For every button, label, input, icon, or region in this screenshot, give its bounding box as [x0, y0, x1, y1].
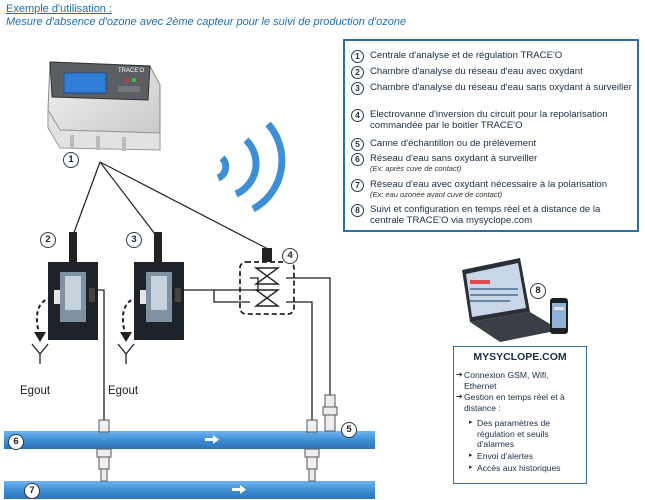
- bullet-arrow-icon: ➔: [456, 370, 463, 379]
- wifi-icon: [216, 121, 286, 213]
- drain-label-right: Egout: [108, 385, 139, 397]
- controller-cables: [71, 161, 269, 250]
- legend-text: Chambre d'analyse du réseau d'eau sans o…: [370, 82, 632, 93]
- page-subtitle: Mesure d'absence d'ozone avec 2ème capte…: [6, 16, 407, 28]
- legend-text: Centrale d'analyse et de régulation TRAC…: [370, 50, 563, 61]
- mysyclope-bullet-2: ➔Gestion en temps réel et à distance :: [456, 392, 565, 413]
- legend-item-6: 6 Réseau d'eau sans oxydant à surveiller…: [351, 153, 633, 173]
- sampling-lines: [94, 277, 331, 420]
- drain-icon: [31, 297, 139, 364]
- flow-arrow-icon: [205, 435, 246, 494]
- legend-item-3: 3 Chambre d'analyse du réseau d'eau sans…: [351, 82, 633, 95]
- chevron-right-icon: ▸: [469, 452, 473, 459]
- legend-item-1: 1 Centrale d'analyse et de régulation TR…: [351, 50, 633, 63]
- controller-brand-label: TRACE'O: [118, 68, 144, 74]
- analysis-chamber-3: [134, 232, 184, 340]
- mysyclope-sub-2: ▸Envoi d'alertes: [469, 451, 534, 461]
- legend-text: Electrovanne d'inversion du circuit pour…: [370, 109, 608, 131]
- legend-number: 3: [351, 82, 364, 95]
- callout-2: 2: [40, 232, 56, 248]
- chevron-right-icon: ▸: [469, 419, 473, 426]
- page-title: Exemple d'utilisation :: [6, 3, 113, 15]
- legend-number: 1: [351, 50, 364, 63]
- smartphone-icon: [550, 298, 568, 334]
- legend-number: 4: [351, 109, 364, 122]
- controller-screen: [63, 72, 107, 94]
- legend-text: Canne d'échantillon ou de prélèvement: [370, 138, 537, 149]
- callout-3: 3: [126, 232, 142, 248]
- callout-4: 4: [282, 248, 298, 264]
- valve-icon: [239, 248, 295, 315]
- mysyclope-sub-1: ▸Des paramètres de régulation et seuils …: [469, 418, 551, 449]
- legend-item-7: 7 Réseau d'eau avec oxydant nécessaire à…: [351, 179, 633, 199]
- pipe-network-6: [4, 431, 375, 449]
- callout-7: 7: [24, 483, 40, 499]
- legend-item-8: 8 Suivi et configuration en temps réel e…: [351, 204, 633, 226]
- drain-label-left: Egout: [20, 385, 51, 397]
- legend-number: 2: [351, 66, 364, 79]
- legend-item-4: 4 Electrovanne d'inversion du circuit po…: [351, 109, 633, 131]
- pipe-network-7: [4, 481, 375, 499]
- laptop-icon: [462, 258, 560, 342]
- traceo-controller: [47, 61, 161, 151]
- legend-text: Réseau d'eau avec oxydant nécessaire à l…: [370, 179, 608, 199]
- analysis-chamber-2: [48, 232, 98, 340]
- legend-number: 7: [351, 179, 364, 192]
- legend-text: Suivi et configuration en temps réel et …: [370, 204, 601, 226]
- callout-1: 1: [63, 152, 79, 168]
- legend-number: 8: [351, 204, 364, 217]
- chevron-right-icon: ▸: [469, 464, 473, 471]
- legend-item-5: 5 Canne d'échantillon ou de prélèvement: [351, 138, 633, 151]
- legend-text: Réseau d'eau sans oxydant à surveiller(E…: [370, 153, 538, 173]
- legend-box: 1 Centrale d'analyse et de régulation TR…: [343, 39, 639, 232]
- sampling-probe: [96, 394, 338, 482]
- legend-number: 5: [351, 138, 364, 151]
- mysyclope-box: MYSYCLOPE.COM ➔Connexion GSM, Wifi, Ethe…: [453, 346, 587, 484]
- callout-8: 8: [530, 283, 546, 299]
- callout-6: 6: [8, 434, 24, 450]
- bullet-arrow-icon: ➔: [456, 392, 463, 401]
- callout-5: 5: [341, 422, 357, 438]
- mysyclope-bullet-1: ➔Connexion GSM, Wifi, Ethernet: [456, 370, 549, 391]
- mysyclope-sub-3: ▸Accès aux historiques: [469, 463, 561, 473]
- legend-text: Chambre d'analyse du réseau d'eau avec o…: [370, 66, 583, 77]
- mysyclope-title: MYSYCLOPE.COM: [473, 351, 567, 363]
- legend-number: 6: [351, 153, 364, 166]
- legend-item-2: 2 Chambre d'analyse du réseau d'eau avec…: [351, 66, 633, 79]
